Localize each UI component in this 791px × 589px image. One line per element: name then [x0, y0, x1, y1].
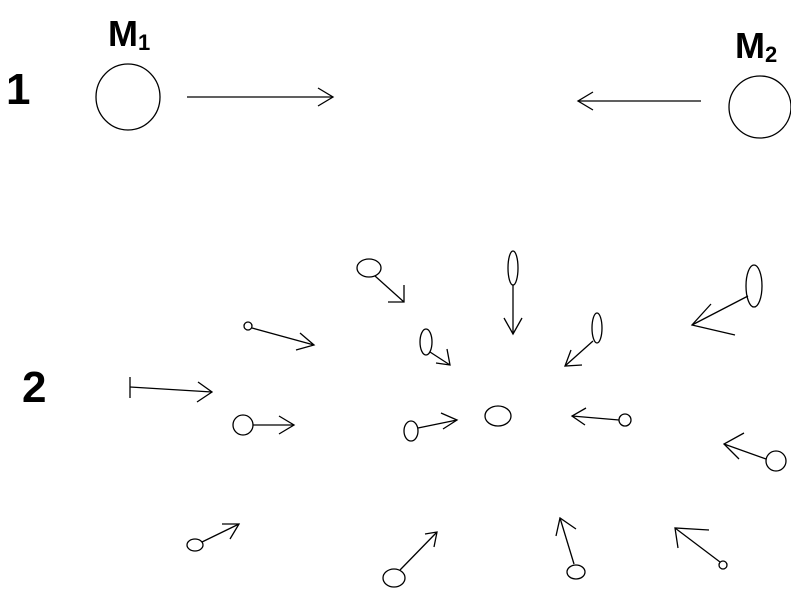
mass-1-circle — [95, 63, 161, 131]
particle-arrow — [243, 321, 316, 351]
particle-arrow — [690, 264, 763, 336]
central-body — [484, 405, 512, 427]
particle-arrow — [503, 250, 523, 336]
particle-arrow — [403, 412, 459, 442]
mass-2-circle — [728, 75, 791, 139]
mass-2-letter: M — [735, 25, 765, 66]
mass-2-arrow — [576, 91, 701, 111]
particle-arrow — [419, 328, 451, 366]
particle-arrow — [129, 377, 214, 403]
panel-2-number: 2 — [22, 363, 46, 412]
mass-2-label: M2 — [735, 25, 777, 67]
mass-1-letter: M — [108, 13, 138, 54]
mass-1-arrow — [187, 87, 335, 107]
particle-arrow — [555, 516, 586, 580]
particle-arrow — [564, 312, 603, 367]
mass-2-subscript: 2 — [765, 42, 777, 67]
particle-arrow — [674, 527, 728, 570]
particle-arrow — [186, 523, 241, 552]
mass-1-subscript: 1 — [138, 30, 150, 55]
mass-1-label: M1 — [108, 13, 150, 55]
particle-arrow — [232, 414, 296, 436]
panel-1-number: 1 — [6, 65, 30, 114]
particle-arrow — [570, 407, 632, 427]
particle-arrow — [382, 531, 438, 588]
particle-arrow — [722, 432, 787, 472]
particle-arrow — [356, 258, 405, 303]
